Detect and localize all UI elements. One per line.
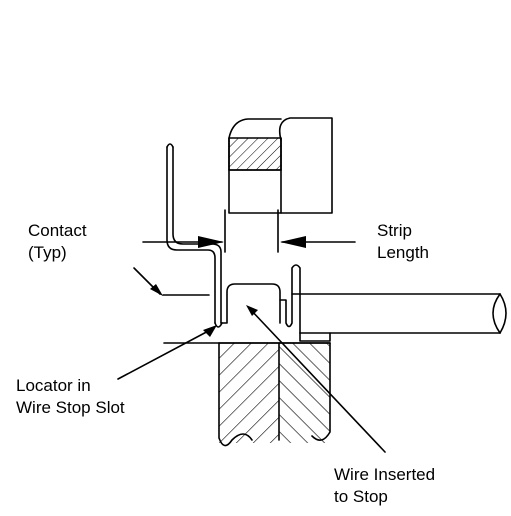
contact-label: Contact (Typ) [28,220,87,264]
strip-length-left-arrowhead [198,236,224,248]
strip-length-label-line1: Strip [377,221,412,240]
wire-leader-arrowhead [246,305,258,316]
locator-label: Locator in Wire Stop Slot [16,375,125,419]
wire-inserted-label-line2: to Stop [334,487,388,506]
contact-label-line2: (Typ) [28,243,67,262]
wire-inserted-label-line1: Wire Inserted [334,465,436,484]
lower-crimp-tool [218,342,331,447]
locator-label-line2: Wire Stop Slot [16,398,125,417]
strip-length-label: Strip Length [377,220,429,264]
wire-inserted-label: Wire Inserted to Stop [334,464,435,508]
locator-leader-line [117,327,215,380]
upper-crimp-tool [228,117,333,214]
wire-leader-line [249,308,386,453]
contact-label-line1: Contact [28,221,87,240]
contact-leader-arrowhead [150,284,163,296]
strip-length-label-line2: Length [377,243,429,262]
contact-strip [166,143,222,324]
locator-label-line1: Locator in [16,376,91,395]
strip-length-right-arrowhead [280,236,306,248]
strip-length-dimension [142,209,356,253]
locator-leader-arrowhead [203,325,217,337]
wire-insulation [291,293,507,342]
contact-barrel [214,264,301,334]
